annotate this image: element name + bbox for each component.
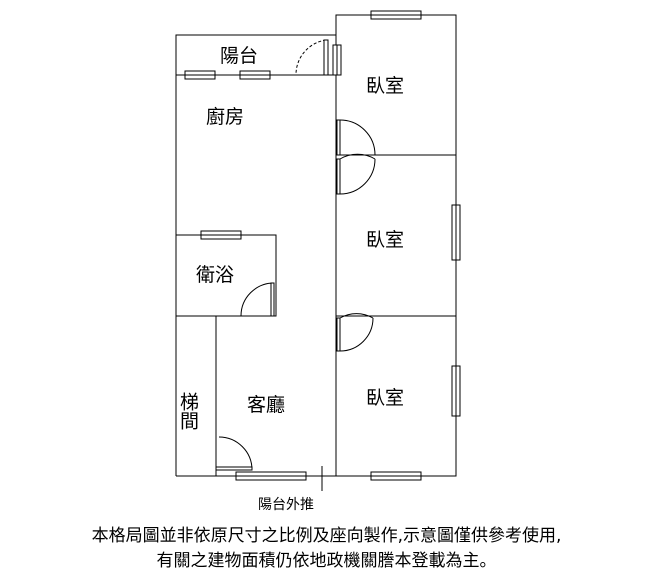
door-bathroom: [240, 282, 275, 317]
label-kitchen: 廚房: [206, 105, 244, 128]
window-balcony-right: [239, 70, 271, 80]
label-bedroom-bottom: 臥室: [366, 387, 404, 409]
door-bedroom-bottom: [336, 313, 374, 352]
label-stairwell: 梯間: [177, 392, 199, 430]
label-bedroom-top: 臥室: [366, 75, 404, 97]
door-balcony: [295, 39, 329, 76]
label-bedroom-middle: 臥室: [366, 229, 404, 251]
window-bedroom-middle: [451, 204, 461, 261]
window-bedroom-bottom: [370, 471, 422, 481]
disclaimer-line-1: 本格局圖並非依原尺寸之比例及座向製作,示意圖僅供參考使用,: [91, 526, 562, 546]
window-balcony-side: [332, 44, 342, 76]
label-balcony-push-out: 陽台外推: [258, 497, 314, 513]
window-bedroom-top: [370, 10, 422, 20]
door-living-room: [215, 436, 253, 471]
disclaimer-line-2: 有關之建物面積仍依地政機關謄本登載為主。: [156, 551, 497, 571]
window-balcony-left: [184, 70, 216, 80]
window-living-room: [235, 471, 307, 481]
door-bedroom-top: [336, 119, 376, 156]
door-bedroom-middle: [336, 153, 376, 195]
floor-plan: 陽台 廚房 臥室 臥室 臥室 衛浴 客廳 梯間 陽台外推: [175, 10, 461, 513]
label-balcony: 陽台: [220, 45, 258, 67]
label-living-room: 客廳: [247, 394, 285, 416]
label-bathroom: 衛浴: [196, 264, 234, 286]
window-bedroom-bottom-side: [451, 365, 461, 417]
window-bathroom: [200, 230, 242, 240]
